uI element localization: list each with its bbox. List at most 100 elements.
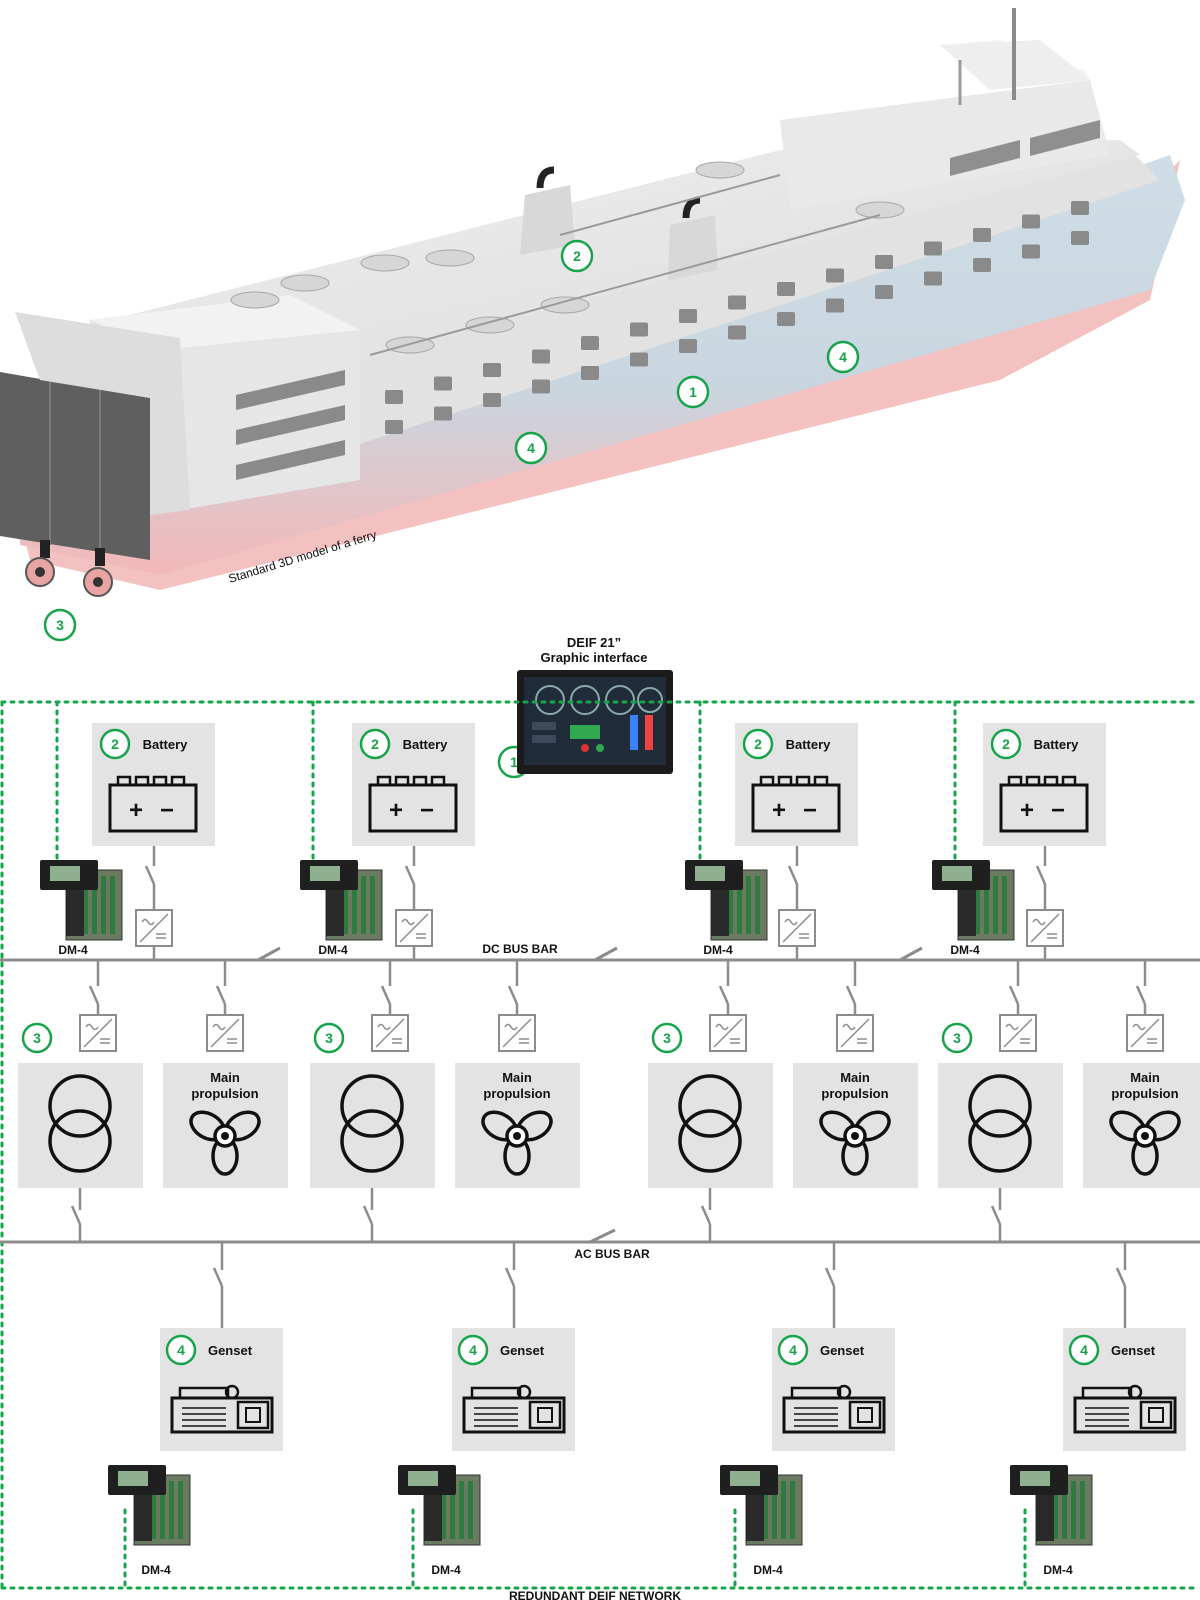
- marker-4: 4: [514, 431, 548, 465]
- marker-number: 3: [56, 617, 64, 633]
- breaker-switch: [990, 1205, 1002, 1225]
- svg-text:+: +: [129, 797, 143, 824]
- converter-icon: [836, 1014, 874, 1052]
- breaker-switch: [700, 1205, 712, 1225]
- ship-window: [777, 312, 795, 326]
- ship-window: [434, 376, 452, 391]
- breaker-switch: [70, 1205, 82, 1225]
- transformer-panel: [938, 1063, 1063, 1188]
- genset-label: Genset: [820, 1343, 865, 1358]
- azimuth-thrusters: [25, 540, 113, 597]
- component-label: DM-4: [318, 943, 348, 957]
- stern-ramp: [0, 372, 150, 560]
- marker-3: 3: [21, 1022, 53, 1054]
- marker-number: 3: [953, 1030, 961, 1046]
- marker-number: 1: [510, 754, 518, 770]
- marker-2: 2: [990, 728, 1022, 760]
- bus-tie-switch: [899, 946, 923, 962]
- dc-bus-label: DC BUS BAR: [482, 942, 558, 956]
- breaker-switch: [362, 1205, 374, 1225]
- transformer-panel: [310, 1063, 435, 1188]
- converter-icon: [778, 909, 816, 947]
- marker-circle: [826, 340, 860, 374]
- marker-circle: [43, 608, 77, 642]
- transformer-icon: [48, 1074, 112, 1173]
- transformer-module: [18, 1063, 143, 1188]
- ship-window: [973, 258, 991, 272]
- svg-text:+: +: [772, 797, 786, 824]
- ship-window: [434, 406, 452, 421]
- marker-2: 2: [560, 239, 594, 273]
- propulsion-label-line2: propulsion: [821, 1086, 888, 1101]
- marker-4: 4: [777, 1334, 809, 1366]
- propeller-icon: [819, 1110, 891, 1176]
- lifeboat: [360, 254, 410, 272]
- funnel-front: [520, 185, 575, 255]
- ship-window: [924, 241, 942, 256]
- svg-text:−: −: [160, 797, 174, 824]
- breaker-switch: [215, 985, 227, 1005]
- marker-circle: [990, 728, 1022, 760]
- breaker-switch: [404, 865, 416, 885]
- component-label: DM-4: [58, 943, 88, 957]
- genset-icon: [782, 1384, 886, 1434]
- ship-window: [679, 339, 697, 353]
- ship-window: [532, 379, 550, 394]
- bridge-block: [780, 80, 1110, 210]
- lifeboat: [280, 274, 330, 292]
- marker-circle: [313, 1022, 345, 1054]
- marker-number: 3: [33, 1030, 41, 1046]
- component-label: DM-4: [950, 943, 980, 957]
- main-deck: [110, 140, 1140, 360]
- dm4-controller-icon: [300, 860, 383, 941]
- component-label: DM-4: [753, 1563, 783, 1577]
- breaker-switch: [507, 985, 519, 1005]
- marker-4: 4: [826, 340, 860, 374]
- propulsion-label-line1: Main: [210, 1070, 240, 1085]
- ship-window: [1022, 244, 1040, 259]
- marker-circle: [457, 1334, 489, 1366]
- converter-icon: [135, 909, 173, 947]
- dm4-controller-icon: [685, 860, 768, 941]
- marker-circle: [1068, 1334, 1100, 1366]
- converter-icon: [395, 909, 433, 947]
- propulsion-label-line2: propulsion: [191, 1086, 258, 1101]
- dm4-controller-icon: [1010, 1465, 1093, 1546]
- marker-circle: [676, 375, 710, 409]
- marker-3: 3: [651, 1022, 683, 1054]
- genset-label: Genset: [500, 1343, 545, 1358]
- lifeboat: [855, 201, 905, 219]
- genset-icon: [170, 1384, 274, 1434]
- genset-module: 4 Genset: [772, 1328, 895, 1451]
- dm4-controller-icon: [108, 1465, 191, 1546]
- transformer-module: [648, 1063, 773, 1188]
- graphic-interface-screen: DEIF 21” Graphic interface: [517, 635, 673, 774]
- ship-window: [630, 322, 648, 337]
- marker-2: 2: [99, 728, 131, 760]
- breaker-switch: [504, 1267, 516, 1287]
- transformer-module: [938, 1063, 1063, 1188]
- marker-circle: [651, 1022, 683, 1054]
- breaker-switch: [144, 865, 156, 885]
- svg-text:−: −: [1051, 797, 1065, 824]
- breaker-switch: [787, 865, 799, 885]
- genset-label: Genset: [1111, 1343, 1156, 1358]
- marker-number: 4: [177, 1342, 185, 1358]
- transformer-icon: [340, 1074, 404, 1173]
- breaker-switch: [824, 1267, 836, 1287]
- battery-label: Battery: [1034, 737, 1080, 752]
- bus-tie-switch: [589, 1228, 616, 1244]
- propulsion-label-line1: Main: [1130, 1070, 1160, 1085]
- propulsion-label-line2: propulsion: [483, 1086, 550, 1101]
- ship-window: [483, 393, 501, 407]
- network-label: REDUNDANT DEIF NETWORK: [509, 1589, 681, 1600]
- breaker-switch: [380, 985, 392, 1005]
